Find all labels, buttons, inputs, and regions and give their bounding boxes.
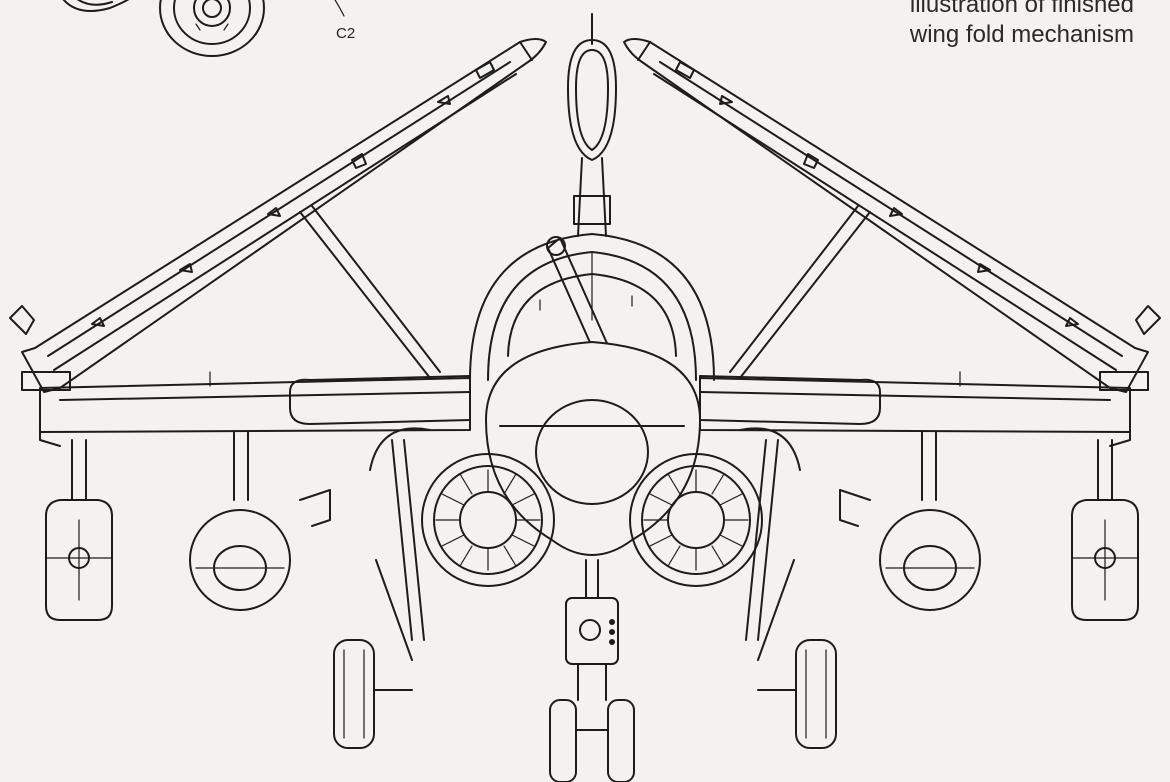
right-folded-wing	[623, 38, 1161, 393]
left-fold-strut	[299, 211, 431, 379]
main-landing-gear	[333, 439, 837, 749]
detail-wheel-parts: C2	[62, 0, 355, 57]
engine-intakes	[299, 427, 871, 587]
right-fold-strut	[739, 211, 871, 379]
nose-landing-gear	[549, 559, 635, 782]
outboard-stores	[45, 439, 1139, 621]
left-folded-wing	[9, 38, 547, 393]
caption-line-1: illustration of finished	[909, 0, 1134, 18]
refuel-probe-and-canopy	[469, 13, 715, 381]
external-tanks	[189, 431, 981, 611]
part-label-c2: C2	[336, 25, 355, 42]
caption: illustration of finished wing fold mecha…	[910, 0, 1134, 50]
caption-line-2: wing fold mechanism	[909, 21, 1134, 48]
